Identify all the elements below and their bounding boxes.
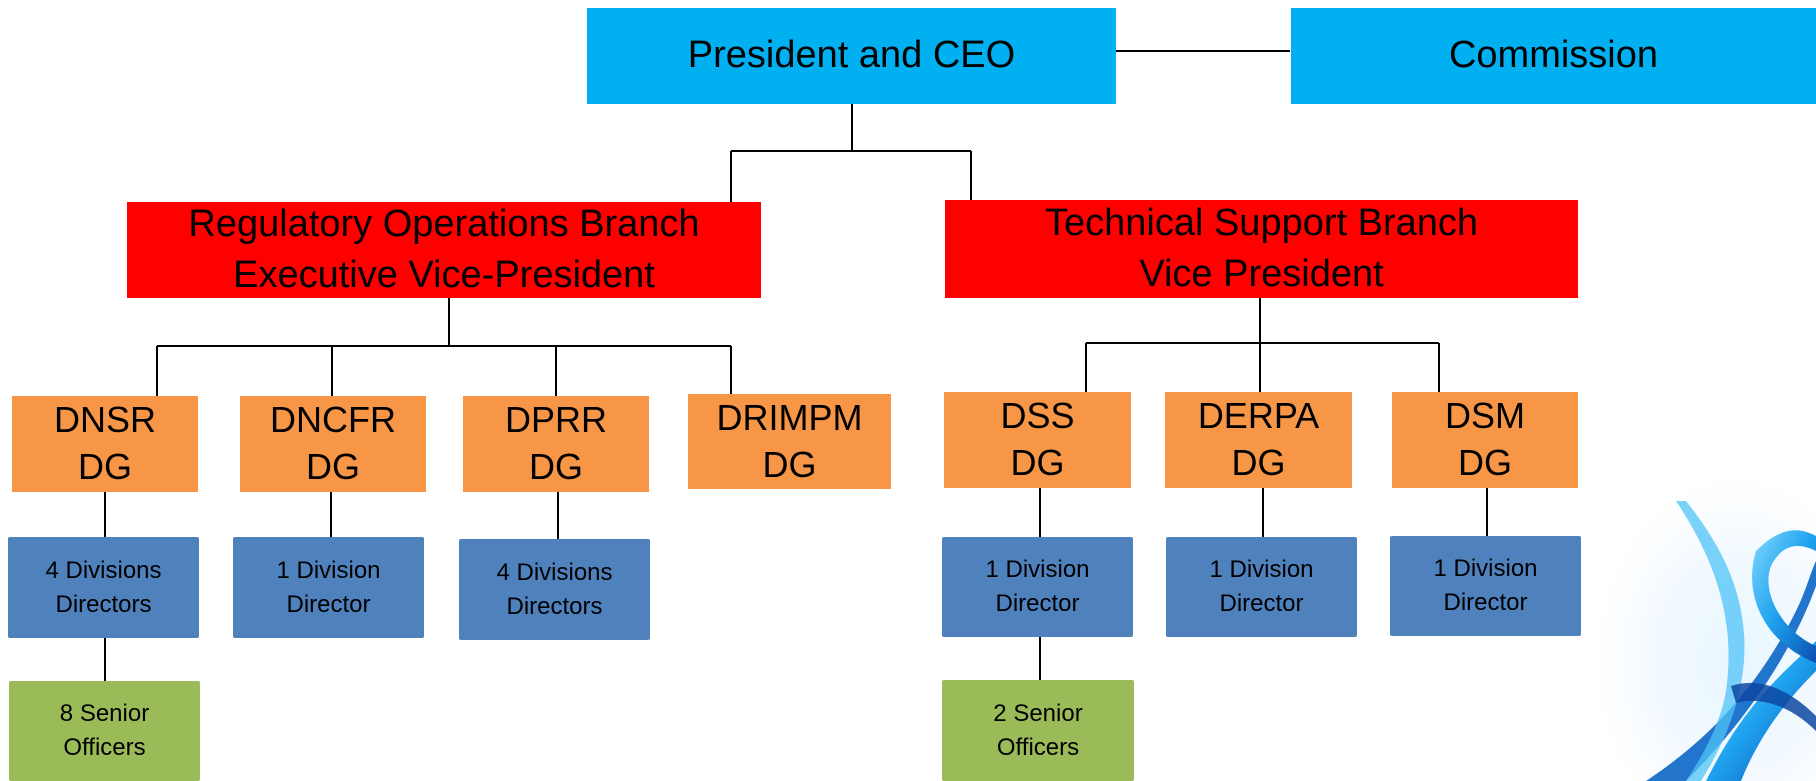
derpa-directors-box: 1 Division Director <box>1166 537 1357 637</box>
directorate-role: DG <box>78 446 132 487</box>
branch-name: Technical Support Branch <box>1044 201 1479 244</box>
dnsr-senior-officers-box: 8 Senior Officers <box>9 681 200 781</box>
officers-count: 2 Senior <box>993 699 1083 727</box>
directors-count: 1 Division <box>1209 556 1314 584</box>
directors-count: 4 Divisions <box>496 558 613 586</box>
commission-label: Commission <box>1448 34 1659 77</box>
directorate-drimpm-box: DRIMPM DG <box>688 394 891 489</box>
regulatory-operations-branch-box: Regulatory Operations Branch Executive V… <box>127 202 761 298</box>
directors-title: Director <box>995 590 1080 617</box>
directorate-dprr-box: DPRR DG <box>463 396 649 492</box>
branch-head: Executive Vice-President <box>233 254 655 296</box>
directorate-name: DSS <box>1000 395 1075 437</box>
branch-head: Vice President <box>1139 253 1384 295</box>
dsm-directors-box: 1 Division Director <box>1390 536 1581 636</box>
directorate-role: DG <box>306 446 360 487</box>
directorate-role: DG <box>762 443 817 485</box>
directorate-role: DG <box>1458 442 1512 483</box>
branch-name: Regulatory Operations Branch <box>188 202 700 245</box>
technical-support-branch-box: Technical Support Branch Vice President <box>945 200 1578 298</box>
officers-title: Officers <box>996 733 1080 761</box>
directors-count: 1 Division <box>985 556 1090 584</box>
directors-title: Director <box>286 590 371 618</box>
directors-count: 1 Division <box>1433 555 1538 583</box>
commission-box: Commission <box>1291 8 1816 104</box>
dnsr-directors-box: 4 Divisions Directors <box>8 537 199 638</box>
directors-title: Director <box>1219 590 1304 617</box>
directorate-name: DNSR <box>53 399 156 441</box>
directors-count: 1 Division <box>276 556 381 584</box>
blue-ribbon-swirl-graphic <box>1556 441 1816 781</box>
directorate-dncfr-box: DNCFR DG <box>240 396 426 492</box>
directorate-name: DNCFR <box>270 399 396 441</box>
president-ceo-box: President and CEO <box>587 8 1116 104</box>
directorate-dss-box: DSS DG <box>944 392 1131 488</box>
directorate-role: DG <box>1010 442 1065 483</box>
directorate-dsm-box: DSM DG <box>1392 392 1578 488</box>
dprr-directors-box: 4 Divisions Directors <box>459 539 650 640</box>
officers-title: Officers <box>63 734 146 761</box>
officers-count: 8 Senior <box>59 700 150 728</box>
directorate-name: DSM <box>1445 395 1525 437</box>
directorate-role: DG <box>1231 442 1286 483</box>
directorate-name: DRIMPM <box>716 396 863 438</box>
dncfr-directors-box: 1 Division Director <box>233 537 424 638</box>
directorate-name: DPRR <box>504 399 607 441</box>
directorate-name: DERPA <box>1197 395 1320 437</box>
directors-title: Directors <box>506 592 603 620</box>
directors-title: Director <box>1443 589 1528 616</box>
dss-directors-box: 1 Division Director <box>942 537 1133 637</box>
directorate-dnsr-box: DNSR DG <box>12 396 198 492</box>
dss-senior-officers-box: 2 Senior Officers <box>942 680 1134 781</box>
president-ceo-label: President and CEO <box>687 34 1016 77</box>
directors-title: Directors <box>55 590 152 618</box>
directorate-role: DG <box>529 446 583 487</box>
directors-count: 4 Divisions <box>45 556 162 584</box>
directorate-derpa-box: DERPA DG <box>1165 392 1352 488</box>
